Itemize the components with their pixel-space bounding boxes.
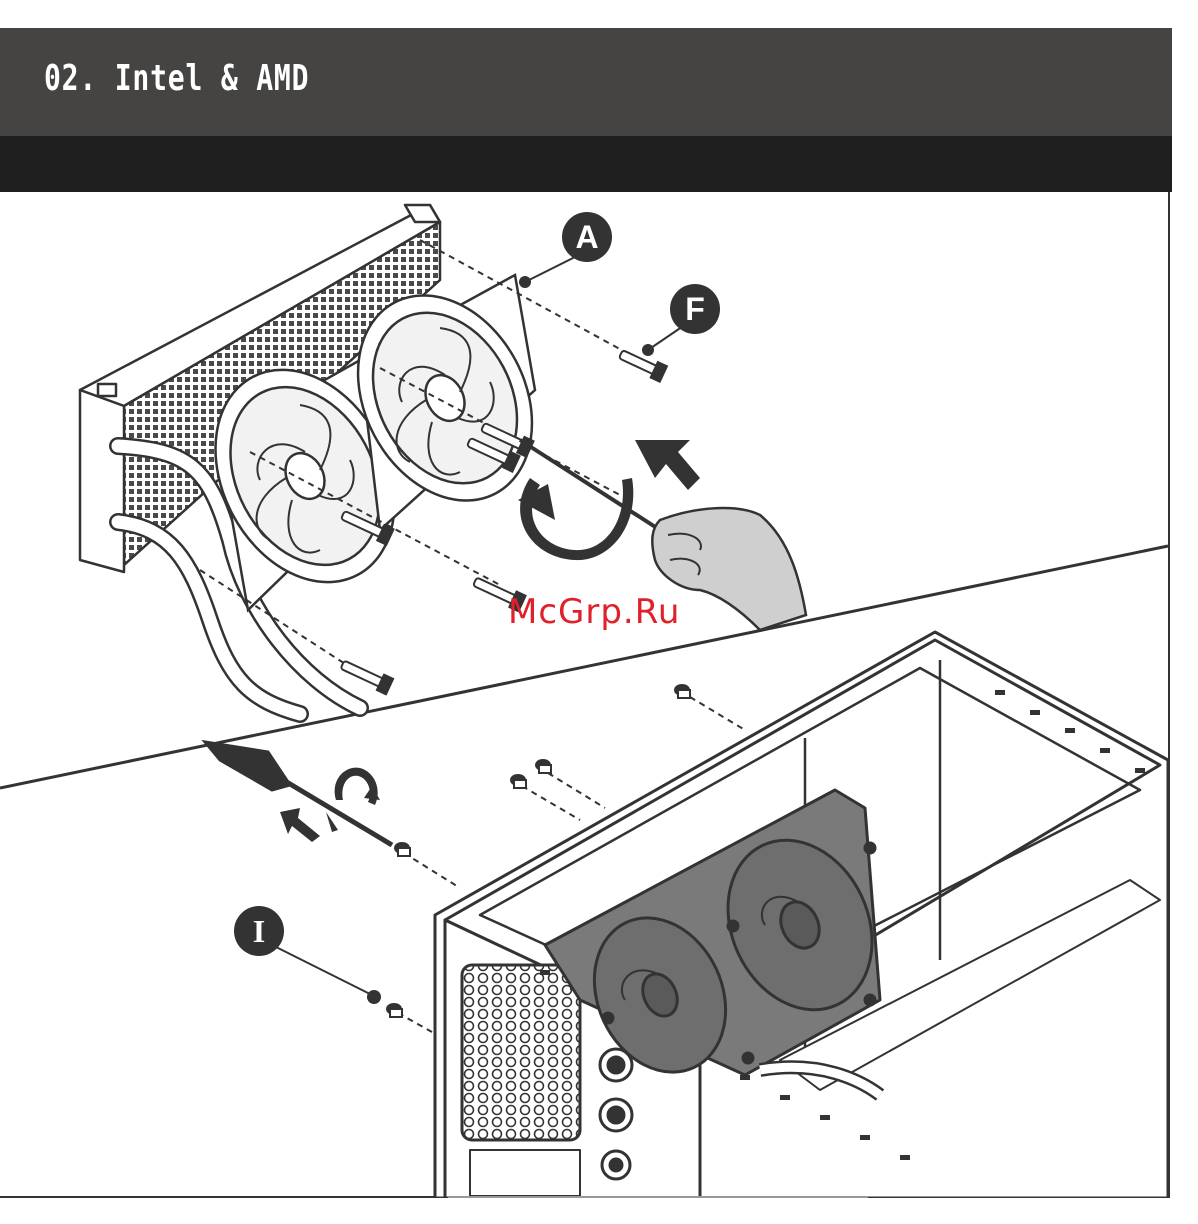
section-title: 02. Intel & AMD xyxy=(44,58,309,99)
section-subbar xyxy=(0,136,1172,192)
installation-illustration xyxy=(0,192,1170,1198)
callout-a: A xyxy=(562,212,612,262)
watermark: McGrp.Ru xyxy=(508,592,680,632)
callout-i: I xyxy=(234,906,284,956)
push-arrow-icon-bottom xyxy=(280,808,320,842)
rotate-arrow-icon xyxy=(518,478,633,560)
push-arrow-icon xyxy=(635,440,700,490)
callout-f: F xyxy=(670,284,720,334)
